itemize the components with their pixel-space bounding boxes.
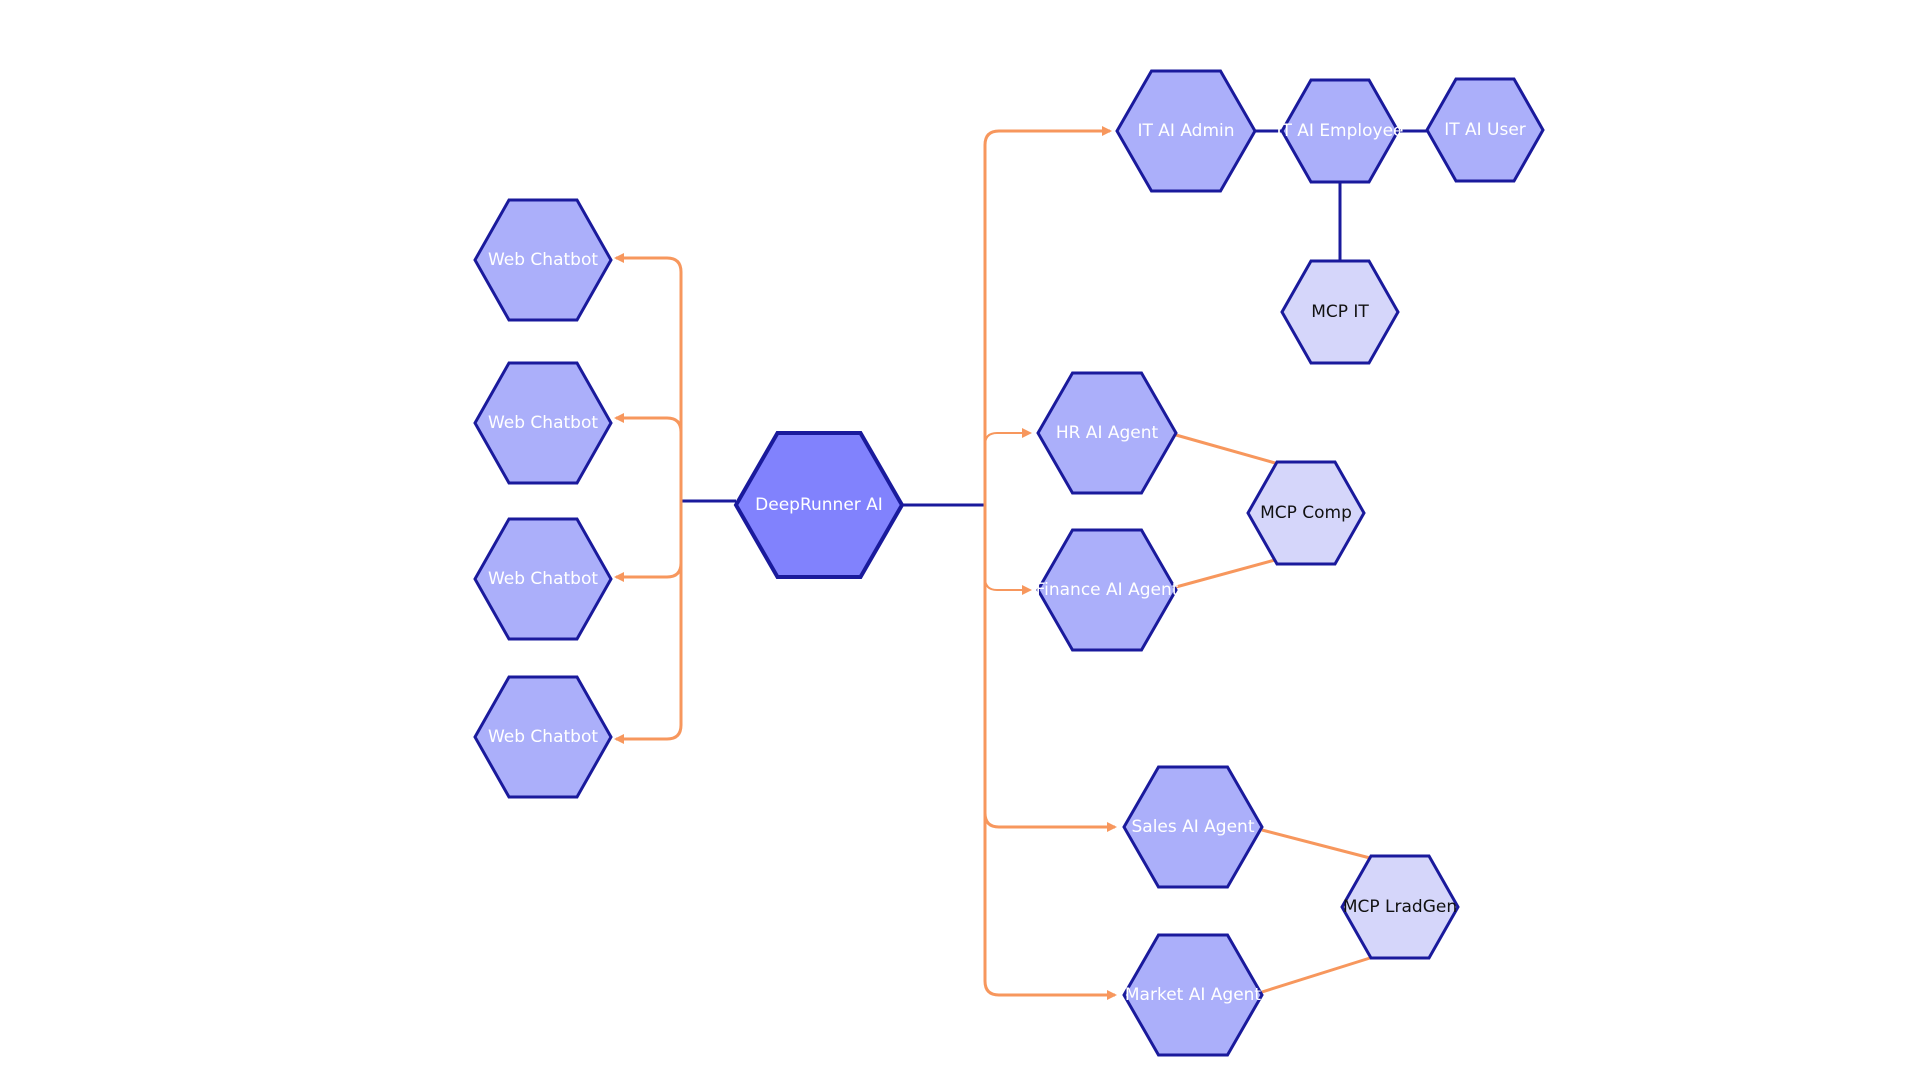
arrow-to-chatbot-1 [614, 253, 683, 501]
node-finance-ai-agent[interactable]: Finance AI Agent [1036, 528, 1179, 652]
hexagon-shape [1340, 854, 1460, 960]
arrow-to-market-agent [983, 505, 1117, 1000]
hexagon-shape [473, 517, 613, 641]
node-it-ai-user[interactable]: IT AI User [1425, 77, 1545, 183]
node-web-chatbot-2[interactable]: Web Chatbot [473, 361, 613, 485]
node-mcp-it[interactable]: MCP IT [1280, 259, 1400, 365]
hexagon-shape [1115, 69, 1257, 193]
arrow-to-chatbot-4 [614, 501, 683, 744]
connector-market-mcp-leadgen [1261, 956, 1371, 994]
hexagon-shape [1425, 77, 1545, 183]
node-it-ai-admin[interactable]: IT AI Admin [1115, 69, 1257, 193]
hexagon-shape [1246, 460, 1366, 566]
arrow-to-hr-agent [984, 428, 1032, 505]
node-label: IT AI Admin [1137, 121, 1234, 141]
arrow-to-finance-agent [984, 505, 1032, 595]
node-mcp-leadgen[interactable]: MCP LradGen [1340, 854, 1460, 960]
hexagon-shape [1122, 933, 1264, 1057]
node-it-ai-employee[interactable]: IT AI Employee [1276, 78, 1404, 184]
node-label: MCP IT [1311, 302, 1369, 322]
hexagon-shape [473, 361, 613, 485]
node-label: DeepRunner AI [755, 495, 883, 515]
hexagon-shape [473, 198, 613, 322]
nodes: DeepRunner AI Web Chatbot Web Chatbot We… [473, 69, 1545, 1057]
node-deeprunner-ai[interactable]: DeepRunner AI [733, 431, 905, 579]
node-label: IT AI Employee [1276, 121, 1403, 141]
node-label: Web Chatbot [488, 569, 598, 589]
hexagon-shape [1122, 765, 1264, 889]
node-label: Web Chatbot [488, 413, 598, 433]
node-market-ai-agent[interactable]: Market AI Agent [1122, 933, 1264, 1057]
node-hr-ai-agent[interactable]: HR AI Agent [1036, 371, 1178, 495]
connectors [614, 126, 1430, 1000]
node-label: HR AI Agent [1056, 423, 1159, 443]
node-web-chatbot-3[interactable]: Web Chatbot [473, 517, 613, 641]
node-web-chatbot-4[interactable]: Web Chatbot [473, 675, 613, 799]
arrow-to-chatbot-3 [614, 501, 683, 582]
node-web-chatbot-1[interactable]: Web Chatbot [473, 198, 613, 322]
node-label: MCP Comp [1260, 503, 1352, 523]
node-label: Web Chatbot [488, 727, 598, 747]
node-label: MCP LradGen [1343, 897, 1457, 917]
node-label: Web Chatbot [488, 250, 598, 270]
arrow-to-it-admin [983, 126, 1112, 505]
node-label: Market AI Agent [1125, 985, 1262, 1005]
node-mcp-comp[interactable]: MCP Comp [1246, 460, 1366, 566]
arrow-to-chatbot-2 [614, 413, 683, 501]
node-label: Finance AI Agent [1036, 580, 1179, 600]
hexagon-shape [1036, 371, 1178, 495]
hexagon-shape [1036, 528, 1178, 652]
connector-sales-mcp-leadgen [1261, 828, 1371, 860]
connector-finance-mcp-comp [1175, 558, 1276, 589]
hexagon-shape [733, 431, 905, 579]
hexagon-shape [1280, 259, 1400, 365]
hexagon-shape [473, 675, 613, 799]
node-label: IT AI User [1444, 120, 1526, 140]
hexagon-shape [1280, 78, 1400, 184]
node-label: Sales AI Agent [1131, 817, 1254, 837]
connector-hr-mcp-comp [1175, 433, 1276, 465]
node-sales-ai-agent[interactable]: Sales AI Agent [1122, 765, 1264, 889]
